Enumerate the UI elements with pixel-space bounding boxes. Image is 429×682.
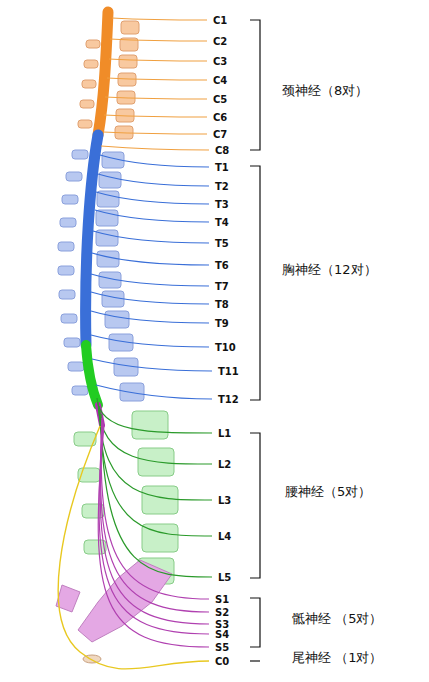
nerve-label: C7 (213, 129, 227, 140)
nerve-label: S5 (215, 642, 229, 653)
thoracic-vertebrae (58, 150, 144, 401)
nerve-label: S4 (215, 629, 229, 640)
nerve-label: T12 (218, 394, 239, 405)
nerve-label: T11 (218, 366, 239, 377)
group-label: 腰神经（5对） (285, 485, 371, 499)
group-label: 尾神经 （1对） (292, 651, 382, 665)
nerve-label: L4 (218, 531, 231, 542)
nerve-label: C5 (213, 94, 227, 105)
coccygeal-nerve (58, 426, 209, 669)
nerve-label: L3 (218, 495, 231, 506)
sacral-nerves (98, 418, 209, 647)
nerve-label: S3 (215, 619, 229, 630)
group-label: 骶神经 （5对） (292, 612, 382, 626)
nerve-label: L5 (218, 572, 231, 583)
group-brackets (250, 20, 260, 661)
spinal-cord (86, 12, 108, 425)
nerve-label: C8 (215, 145, 229, 156)
nerve-label: C1 (213, 15, 227, 26)
nerve-label: T8 (215, 299, 229, 310)
nerve-label: T9 (215, 318, 229, 329)
nerve-label: S1 (215, 594, 229, 605)
nerve-label: T7 (215, 281, 229, 292)
nerve-label: T4 (215, 217, 229, 228)
nerve-label: L1 (218, 428, 231, 439)
nerve-label: T1 (215, 162, 229, 173)
group-label: 胸神经（12对） (282, 263, 377, 277)
thoracic-nerves (91, 155, 212, 399)
nerve-label: S2 (215, 607, 229, 618)
nerve-label: T5 (215, 238, 229, 249)
nerve-label: C0 (215, 656, 229, 667)
nerve-label: L2 (218, 459, 231, 470)
nerve-label: T10 (215, 342, 236, 353)
nerve-label: C6 (213, 112, 227, 123)
nerve-label: T6 (215, 260, 229, 271)
nerve-label: C2 (213, 36, 227, 47)
sacrum (78, 560, 172, 642)
nerve-label: T2 (215, 181, 229, 192)
nerve-label: T3 (215, 199, 229, 210)
nerve-label: C3 (213, 56, 227, 67)
cervical-nerves (101, 18, 209, 150)
group-label: 颈神经（8对） (282, 84, 368, 98)
nerve-label: C4 (213, 75, 227, 86)
